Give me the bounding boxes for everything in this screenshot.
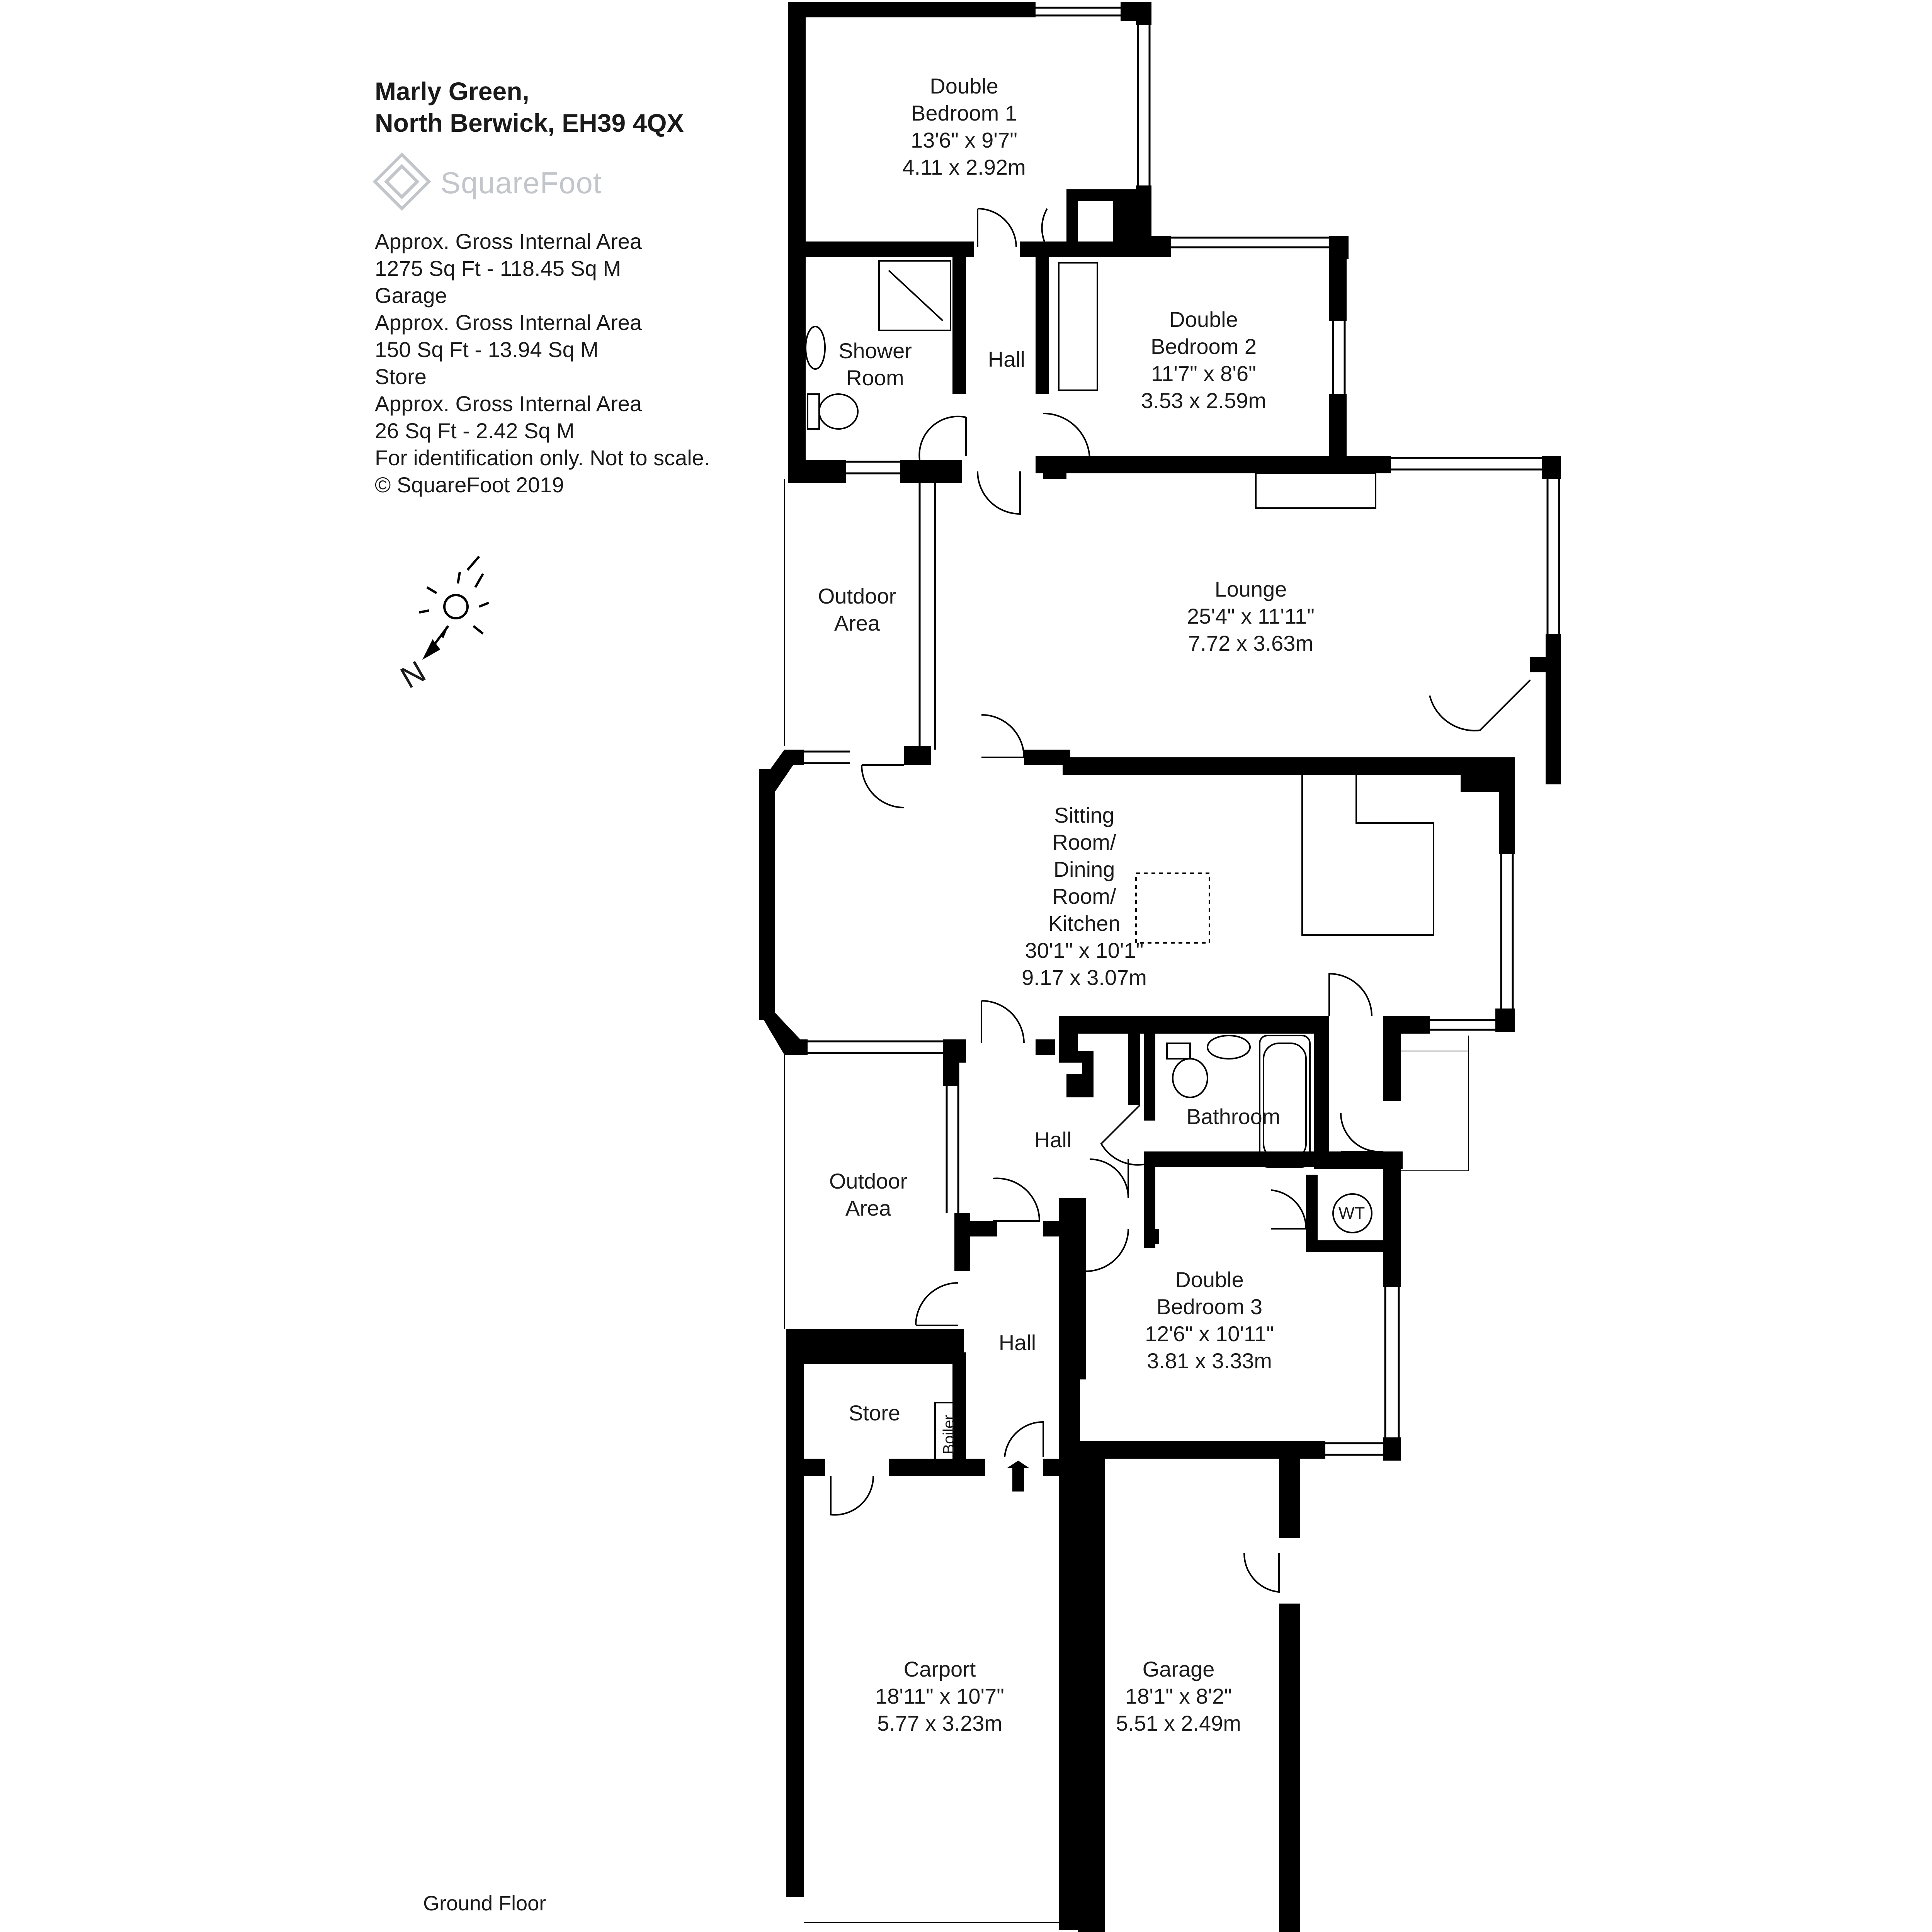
- page-title: Marly Green, North Berwick, EH39 4QX: [375, 75, 684, 139]
- title-line-2: North Berwick, EH39 4QX: [375, 109, 684, 137]
- area-line: Store: [375, 364, 427, 389]
- area-line: Garage: [375, 283, 447, 308]
- room-hall-mid: Hall: [1034, 1128, 1072, 1152]
- logo-text: SquareFoot: [440, 166, 602, 200]
- room-hall-low: Hall: [998, 1330, 1036, 1355]
- area-info: Approx. Gross Internal Area 1275 Sq Ft -…: [375, 228, 710, 498]
- door-swings: [830, 208, 1531, 1593]
- area-line: 26 Sq Ft - 2.42 Sq M: [375, 418, 575, 443]
- fixtures: [784, 260, 1469, 1923]
- logo-mark-icon: [372, 152, 431, 211]
- compass-icon: [419, 556, 490, 660]
- area-line: Approx. Gross Internal Area: [375, 229, 642, 253]
- area-line: For identification only. Not to scale.: [375, 446, 710, 470]
- entrance-arrow-icon: [1007, 1461, 1030, 1492]
- room-store: Store: [849, 1401, 900, 1425]
- wt-label: WT: [1338, 1204, 1365, 1223]
- floor-label: Ground Floor: [423, 1892, 546, 1915]
- area-line: 1275 Sq Ft - 118.45 Sq M: [375, 256, 621, 281]
- window-lines: [804, 7, 1560, 1456]
- area-line: Approx. Gross Internal Area: [375, 391, 642, 416]
- room-bathroom: Bathroom: [1186, 1104, 1281, 1129]
- title-line-1: Marly Green,: [375, 77, 529, 105]
- walls: [759, 2, 1561, 1932]
- boiler-label: Boiler: [940, 1415, 957, 1454]
- area-line: 150 Sq Ft - 13.94 Sq M: [375, 337, 599, 362]
- area-line: © SquareFoot 2019: [375, 473, 564, 497]
- room-hall-top: Hall: [988, 347, 1026, 371]
- area-line: Approx. Gross Internal Area: [375, 310, 642, 335]
